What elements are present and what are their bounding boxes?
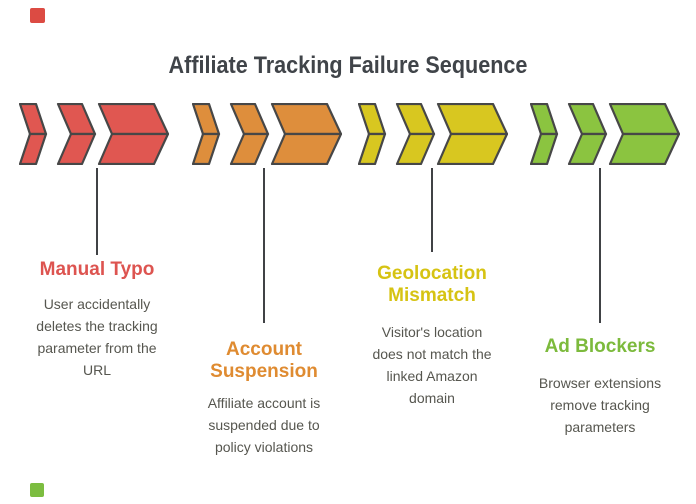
chevron-half	[192, 103, 221, 136]
page-title: Affiliate Tracking Failure Sequence	[168, 52, 528, 79]
chevron-half	[229, 103, 270, 136]
chevron-half	[19, 103, 48, 136]
chevron-half	[56, 132, 97, 165]
chevron-half	[567, 103, 608, 136]
arrow-half	[97, 103, 169, 136]
corner-accent-bottom-left	[30, 483, 44, 497]
arrow-half	[97, 132, 169, 165]
chevron-sequence-icon	[19, 103, 169, 165]
chevron-sequence-icon	[530, 103, 680, 165]
step-description: User accidentally deletes the tracking p…	[36, 296, 158, 378]
step-title: Manual Typo	[39, 259, 155, 280]
step-description: Browser extensions remove tracking param…	[538, 375, 662, 435]
step-title: Geolocation Mismatch	[377, 263, 487, 306]
arrow-half	[608, 103, 680, 136]
chevron-half	[192, 132, 221, 165]
step-description: Visitor's location does not match the li…	[372, 324, 492, 406]
chevron-half	[530, 103, 559, 136]
chevron-sequence-icon	[358, 103, 508, 165]
chevron-half	[567, 132, 608, 165]
arrow-half	[436, 103, 508, 136]
chevron-sequence-icon	[192, 103, 342, 165]
chevron-half	[395, 132, 436, 165]
arrow-half	[436, 132, 508, 165]
connector-line	[431, 168, 433, 252]
chevron-half	[395, 103, 436, 136]
arrow-half	[270, 132, 342, 165]
chevron-half	[229, 132, 270, 165]
arrow-half	[270, 103, 342, 136]
chevron-half	[19, 132, 48, 165]
arrow-half	[608, 132, 680, 165]
corner-accent-top-left	[30, 8, 45, 23]
step-title: Account Suspension	[210, 339, 318, 382]
connector-line	[599, 168, 601, 323]
chevron-half	[56, 103, 97, 136]
connector-line	[96, 168, 98, 255]
step-description: Affiliate account is suspended due to po…	[207, 395, 321, 455]
chevron-half	[358, 132, 387, 165]
chevron-half	[530, 132, 559, 165]
step-title: Ad Blockers	[544, 336, 656, 357]
chevron-half	[358, 103, 387, 136]
connector-line	[263, 168, 265, 323]
